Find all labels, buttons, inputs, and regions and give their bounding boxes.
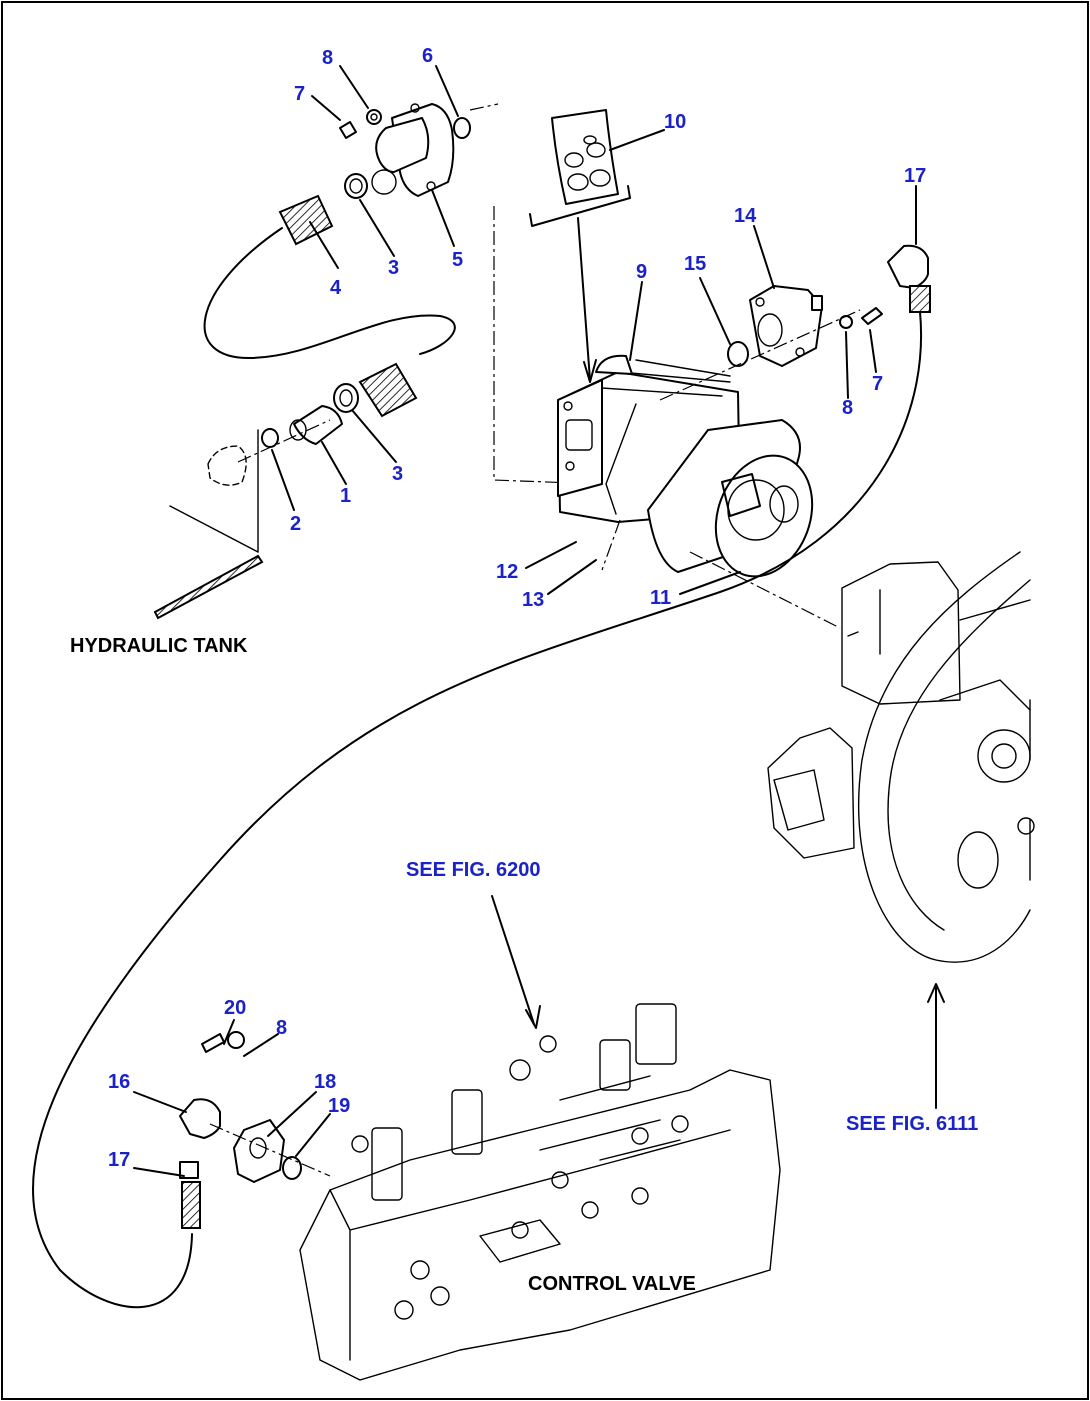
callout-2: 2	[290, 513, 301, 535]
callout-10: 10	[664, 111, 686, 133]
callout-4: 4	[330, 277, 342, 299]
callout-16: 16	[108, 1071, 130, 1093]
callout-15: 15	[684, 253, 706, 275]
callout-3: 3	[388, 257, 399, 279]
engine-flywheel-housing	[767, 551, 1035, 1109]
delivery-fitting-group	[179, 1031, 331, 1229]
callout-5: 5	[452, 249, 463, 271]
callout-18: 18	[314, 1071, 336, 1093]
callout-12: 12	[496, 561, 518, 583]
callout-14: 14	[734, 205, 757, 227]
callout-17: 17	[108, 1149, 130, 1171]
callout-13: 13	[522, 589, 544, 611]
callout-8: 8	[842, 397, 853, 419]
control-valve-body	[299, 895, 781, 1381]
callout-11: 11	[650, 587, 671, 609]
callout-3: 3	[392, 463, 403, 485]
callout-9: 9	[636, 261, 647, 283]
callout-8: 8	[276, 1017, 287, 1039]
callout-1: 1	[340, 485, 351, 507]
callout-7: 7	[294, 83, 305, 105]
callout-17: 17	[904, 165, 926, 187]
callout-6: 6	[422, 45, 433, 67]
reference-see-fig-6111: SEE FIG. 6111	[846, 1113, 978, 1135]
reference-see-fig-6200: SEE FIG. 6200	[406, 859, 541, 881]
callout-20: 20	[224, 997, 246, 1019]
callout-7: 7	[872, 373, 883, 395]
suction-hose-group	[153, 103, 499, 620]
callout-8: 8	[322, 47, 333, 69]
gear-pump-9	[493, 206, 841, 629]
caption-control-valve: CONTROL VALVE	[528, 1273, 696, 1295]
pump-cover-group	[31, 244, 931, 1309]
seal-kit-10	[529, 109, 631, 383]
caption-hydraulic-tank: HYDRAULIC TANK	[70, 635, 248, 657]
callout-labels: 8 7 6 10 17 14 4 3 5 9 15 7 8 3 1 2 12 1…	[108, 45, 926, 1171]
callout-leaders	[133, 65, 917, 1177]
callout-19: 19	[328, 1095, 350, 1117]
